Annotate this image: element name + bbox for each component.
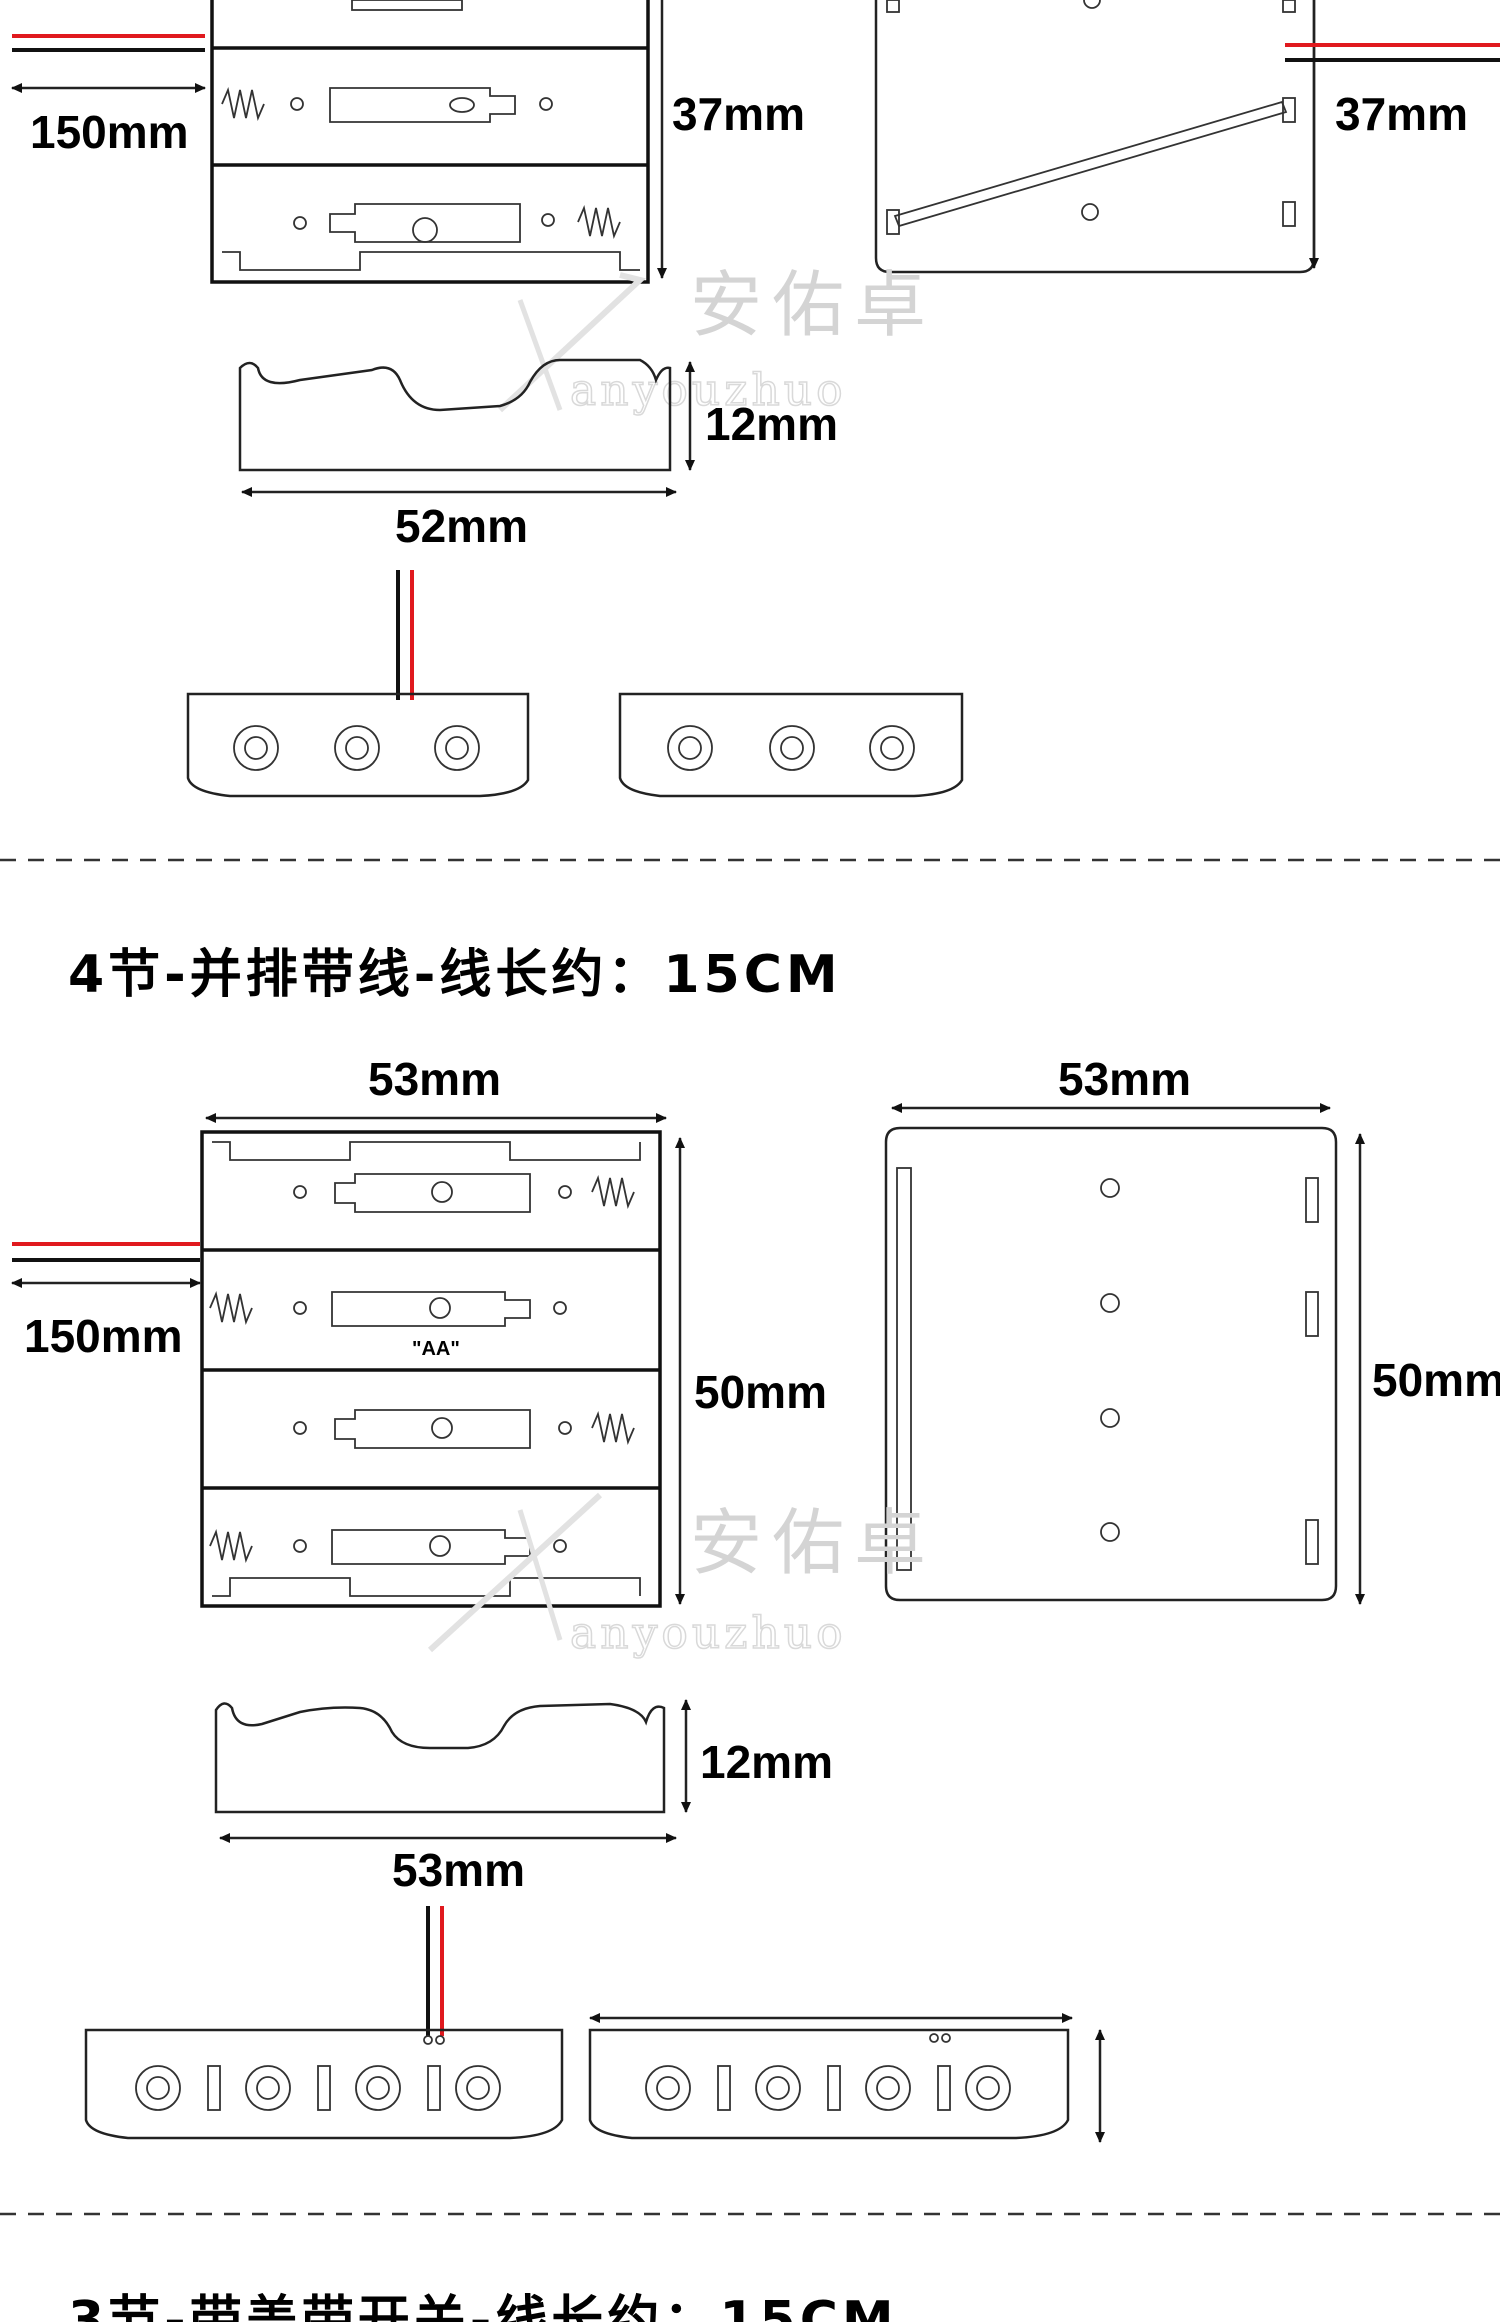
dim-back-height-4cell: 50mm: [1372, 1354, 1500, 1406]
front-view-3cell: [210, 0, 650, 284]
dim-back-width-4cell: 53mm: [1058, 1053, 1191, 1105]
section-next-title: 3节-带盖带开关-线长约：15CM: [68, 2291, 898, 2322]
watermark-logo-top: 安佑卓 anyouzhuo: [497, 263, 936, 417]
section-top: 150mm 37mm 37mm 安佑卓 anyouzhuo: [11, 0, 1500, 798]
section-4cell: 4节-并排带线-线长约：15CM 53mm 53mm "AA": [11, 945, 1500, 2143]
dim-wire-length-4cell: 150mm: [24, 1310, 183, 1362]
watermark-logo-4cell: 安佑卓 anyouzhuo: [427, 1492, 936, 1660]
watermark-pinyin-2: anyouzhuo: [570, 1608, 847, 1659]
dim-side-width-top: 52mm: [395, 500, 528, 552]
wire-top-left: [11, 34, 206, 93]
dim-side-height-4cell: 12mm: [700, 1736, 833, 1788]
dim-front-width-4cell: 53mm: [368, 1053, 501, 1105]
dim-wire-length-top: 150mm: [30, 106, 189, 158]
watermark-chinese: 安佑卓: [690, 263, 936, 347]
side-view-4cell: [214, 1702, 666, 1814]
dim-side-width-4cell: 53mm: [392, 1844, 525, 1896]
watermark-pinyin: anyouzhuo: [570, 365, 847, 416]
side-view-top: [238, 358, 672, 472]
end-view-wired-4cell: [84, 1906, 564, 2140]
dim-front-height-4cell: 50mm: [694, 1366, 827, 1418]
back-view-3cell: [874, 0, 1316, 274]
dim-back-height-top: 37mm: [1335, 88, 1468, 140]
dim-front-height-top: 37mm: [672, 88, 805, 140]
section-4cell-title: 4节-并排带线-线长约：15CM: [68, 945, 842, 1005]
end-view-plain-4cell: [588, 2013, 1073, 2140]
front-view-4cell: "AA": [200, 1130, 662, 1608]
end-view-plain-top: [618, 692, 964, 798]
battery-type-mark: "AA": [412, 1338, 460, 1360]
watermark-chinese-2: 安佑卓: [690, 1501, 936, 1585]
back-view-4cell: [884, 1126, 1338, 1602]
end-view-wired-top: [186, 570, 530, 798]
dim-side-height-top: 12mm: [705, 398, 838, 450]
wire-4cell: [11, 1242, 201, 1288]
